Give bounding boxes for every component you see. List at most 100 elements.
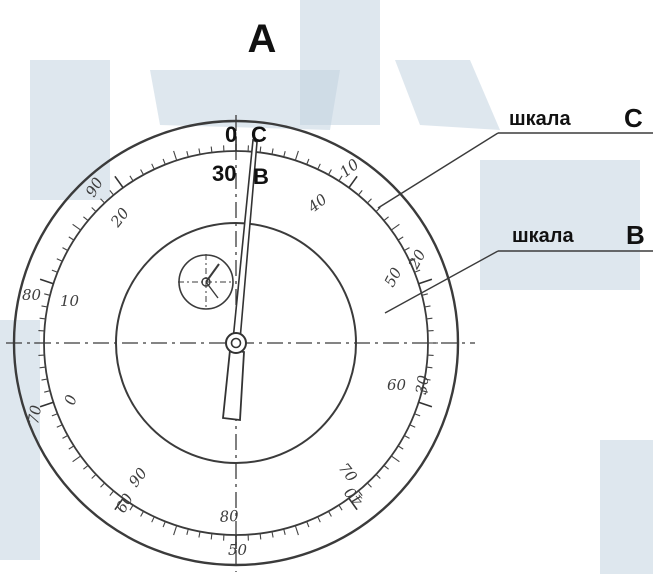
scale-tick — [198, 531, 201, 538]
scale-tick — [100, 482, 105, 488]
scale-tick — [162, 158, 166, 165]
scale-tick — [186, 151, 189, 158]
scale-tick — [41, 378, 48, 381]
inner-label-0: 0 — [61, 392, 81, 407]
inner-label-20: 20 — [106, 204, 133, 231]
scale-tick — [294, 150, 299, 161]
scale-tick — [421, 390, 428, 393]
inner-label-60: 60 — [387, 376, 407, 394]
scale-tick — [357, 190, 363, 196]
scale-tick — [151, 516, 155, 523]
scale-tick — [100, 198, 105, 204]
scale-tick — [375, 207, 381, 212]
outer-label-50: 50 — [228, 541, 248, 559]
scale-tick — [186, 528, 189, 535]
top-markers: 0 C 30 B — [212, 122, 269, 189]
scale-tick — [39, 278, 54, 285]
inner-label-90: 90 — [125, 464, 151, 490]
scale-tick — [424, 305, 431, 308]
scale-tick — [259, 533, 262, 540]
scale-tick — [114, 497, 124, 511]
scale-tick — [404, 247, 410, 251]
scale-tick — [283, 528, 286, 535]
callout-b-leader — [384, 250, 499, 314]
scale-tick — [397, 236, 404, 241]
callout-b-letter: B — [626, 220, 645, 250]
scale-tick — [72, 455, 82, 463]
scale-tick — [426, 317, 433, 320]
needle-tail — [222, 348, 245, 422]
scale-tick — [83, 216, 89, 222]
scale-tick — [338, 504, 343, 511]
scale-tick — [414, 269, 421, 273]
scale-tick — [367, 198, 372, 204]
scale-tick — [259, 146, 262, 153]
inner-label-80: 80 — [219, 507, 240, 526]
inner-label-10: 10 — [60, 292, 80, 310]
scale-tick — [56, 424, 63, 428]
outer-scale-labels: 10 20 30 40 50 60 70 80 90 — [22, 155, 433, 559]
scale-tick — [83, 464, 89, 470]
scale-tick — [68, 445, 75, 450]
scale-tick — [348, 497, 358, 511]
marker-b-letter: B — [253, 164, 269, 189]
scale-ticks — [34, 137, 438, 549]
callout-scale-c: шкала C — [377, 103, 653, 209]
scale-tick — [39, 366, 46, 369]
scale-tick — [51, 269, 58, 273]
outer-label-70: 70 — [24, 403, 45, 425]
scale-tick — [306, 521, 310, 528]
scale-tick — [409, 258, 416, 262]
scale-tick — [210, 533, 213, 540]
callout-c-leader — [377, 132, 499, 209]
outer-label-80: 80 — [22, 286, 42, 304]
outer-label-30: 30 — [412, 374, 433, 396]
scale-tick — [397, 445, 404, 450]
inner-label-40: 40 — [304, 190, 331, 217]
marker-b-value: 30 — [212, 161, 236, 186]
inner-label-50: 50 — [381, 264, 406, 290]
scale-tick — [306, 158, 310, 165]
scale-tick — [39, 317, 46, 320]
callout-b-word: шкала — [512, 225, 575, 247]
scale-tick — [294, 525, 299, 536]
marker-c-letter: C — [251, 122, 267, 147]
pointer-needle — [222, 138, 258, 422]
scale-tick — [91, 474, 97, 479]
scale-tick — [109, 190, 115, 196]
scale-tick — [41, 305, 48, 308]
scale-tick — [39, 401, 54, 408]
scale-tick — [51, 413, 58, 417]
callout-c-word: шкала — [509, 108, 572, 130]
scale-tick — [162, 521, 166, 528]
scale-tick — [367, 482, 372, 488]
scale-tick — [62, 247, 68, 251]
outer-label-60: 60 — [112, 490, 137, 516]
scale-tick — [348, 175, 358, 189]
inner-label-70: 70 — [335, 459, 361, 485]
scale-tick — [44, 293, 51, 296]
scale-tick — [62, 435, 68, 439]
outer-label-20: 20 — [404, 246, 430, 273]
scale-tick — [338, 175, 343, 182]
scale-tick — [426, 366, 433, 369]
scale-tick — [114, 175, 124, 189]
needle-hub-inner — [230, 337, 242, 349]
callout-scale-b: шкала B — [384, 220, 653, 314]
scale-tick — [328, 511, 332, 517]
scale-tick — [72, 223, 82, 231]
scale-tick — [404, 435, 410, 439]
scale-tick — [151, 163, 155, 170]
scale-tick — [173, 150, 178, 161]
scale-tick — [375, 474, 381, 479]
scale-tick — [173, 525, 178, 536]
scale-tick — [390, 223, 400, 231]
scale-tick — [418, 278, 433, 285]
scale-tick — [383, 216, 389, 222]
small-counter-dial — [178, 254, 234, 310]
scale-tick — [56, 258, 63, 262]
scale-tick — [328, 169, 332, 175]
scale-tick — [357, 490, 363, 496]
